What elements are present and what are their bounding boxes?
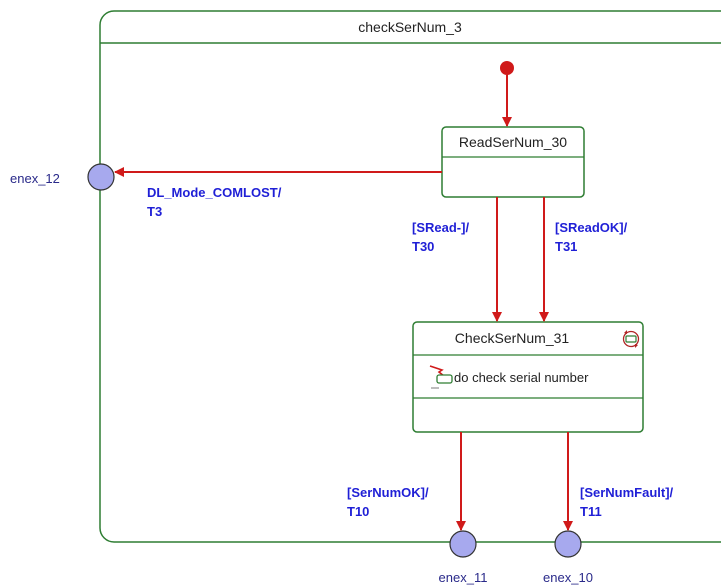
enex-12-point[interactable] — [87, 163, 115, 191]
transition-sernum-ok-label-2: T10 — [347, 504, 369, 519]
transition-sernum-ok-label-1: [SerNumOK]/ — [347, 485, 429, 500]
transition-sread-fail-label-1: [SRead-]/ — [412, 220, 469, 235]
enex-12-label: enex_12 — [10, 171, 60, 186]
do-activity-text: do check serial number — [454, 370, 589, 385]
state-checksernum-name: CheckSerNum_31 — [455, 330, 570, 346]
state-readsernum-name: ReadSerNum_30 — [459, 134, 567, 150]
transition-sernum-fault-label-1: [SerNumFault]/ — [580, 485, 674, 500]
transition-sread-fail-label-2: T30 — [412, 239, 434, 254]
do-activity-icon — [429, 365, 453, 389]
transition-sread-ok-label-2: T31 — [555, 239, 577, 254]
enex-10-label: enex_10 — [543, 570, 593, 585]
transition-comlost-label-1: DL_Mode_COMLOST/ — [147, 185, 282, 200]
enex-11-label: enex_11 — [439, 570, 488, 585]
transition-sread-ok-label-1: [SReadOK]/ — [555, 220, 628, 235]
state-readsernum[interactable]: ReadSerNum_30 — [441, 126, 585, 198]
outer-state-title: checkSerNum_3 — [358, 19, 462, 35]
enex-11-point[interactable] — [449, 530, 477, 558]
refresh-icon — [622, 330, 640, 348]
state-checksernum[interactable]: CheckSerNum_31 do check serial number — [412, 321, 644, 433]
enex-10-point[interactable] — [554, 530, 582, 558]
initial-pseudostate[interactable] — [500, 61, 514, 75]
transition-comlost-label-2: T3 — [147, 204, 162, 219]
outer-state-checksernum[interactable]: checkSerNum_3 — [99, 10, 721, 543]
transition-sernum-fault-label-2: T11 — [580, 504, 602, 519]
